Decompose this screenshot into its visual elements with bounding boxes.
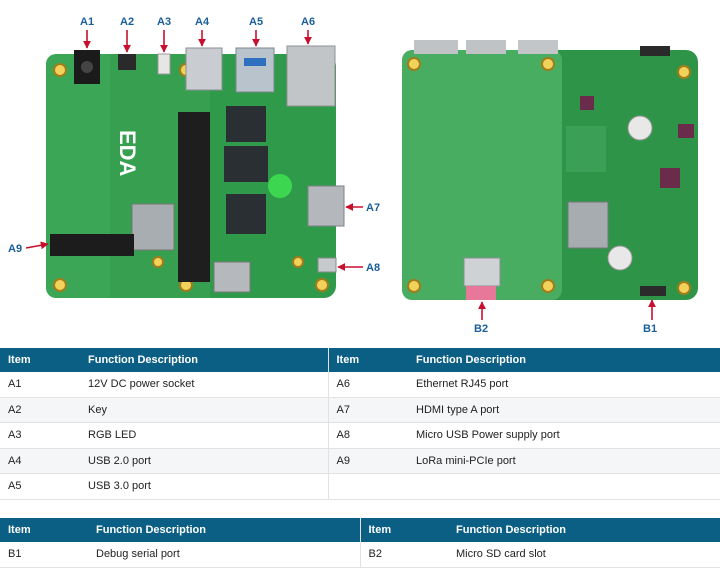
callout-a5: A5: [249, 16, 263, 28]
header-description: Function Description: [408, 348, 720, 372]
ethernet-port: [286, 45, 336, 107]
cell-description: RGB LED: [80, 422, 328, 449]
table-a: Item Function Description Item Function …: [0, 348, 720, 500]
callout-a3: A3: [157, 16, 171, 28]
table-row: A3 RGB LED A8 Micro USB Power supply por…: [0, 422, 720, 449]
cell-item: A6: [327, 372, 408, 398]
callout-labels: A1 A2 A3 A4 A5 A6 A7 A8 A9 B1 B2: [8, 16, 657, 335]
rf-shield-back: [567, 201, 609, 249]
cell-description: Ethernet RJ45 port: [408, 372, 720, 398]
hdmi-port: [307, 185, 345, 227]
cell-description: Debug serial port: [88, 542, 360, 568]
rgb-led: [157, 53, 171, 75]
callout-a2: A2: [120, 16, 134, 28]
header-description: Function Description: [448, 518, 720, 542]
cell-description: HDMI type A port: [408, 397, 720, 423]
cell-item: A2: [0, 397, 80, 423]
callout-a7: A7: [366, 202, 380, 214]
cell-description: [408, 473, 720, 500]
cell-description: USB 2.0 port: [80, 448, 328, 474]
logo-text: EDA: [115, 130, 140, 177]
callout-b2: B2: [474, 323, 488, 335]
table-row: A2 Key A7 HDMI type A port: [0, 397, 720, 423]
header-item: Item: [0, 518, 88, 542]
cell-item: B2: [359, 542, 448, 568]
callout-a6: A6: [301, 16, 315, 28]
callout-a4: A4: [195, 16, 210, 28]
board-diagram: EDA: [8, 16, 698, 335]
cell-description: Micro USB Power supply port: [408, 422, 720, 449]
cell-item: A1: [0, 372, 80, 398]
table-row: B1 Debug serial port B2 Micro SD card sl…: [0, 542, 720, 568]
key-button: [118, 54, 136, 70]
cell-description: Key: [80, 397, 328, 423]
usb3-port: [235, 47, 275, 93]
cell-item: A5: [0, 473, 80, 500]
sd-card-slot: [463, 257, 501, 287]
status-led: [268, 174, 292, 198]
callout-arrows: [25, 30, 656, 320]
cell-item: B1: [0, 542, 88, 568]
chip-ram: [226, 106, 266, 142]
table-row: A1 12V DC power socket A6 Ethernet RJ45 …: [0, 372, 720, 398]
callout-a1: A1: [80, 16, 94, 28]
cell-item: A8: [327, 422, 408, 449]
back-board: [402, 40, 698, 300]
rf-shield: [131, 203, 175, 251]
cell-description: USB 3.0 port: [80, 473, 328, 500]
callout-b1: B1: [643, 323, 657, 335]
cell-description: LoRa mini-PCIe port: [408, 448, 720, 474]
usb2-port: [185, 47, 223, 91]
table-b: Item Function Description Item Function …: [0, 518, 720, 568]
header-description: Function Description: [88, 518, 360, 542]
micro-usb-port: [317, 257, 337, 273]
cell-item: A9: [327, 448, 408, 474]
chip-soc: [224, 146, 268, 182]
cell-item: A7: [327, 397, 408, 423]
capacitor: [607, 245, 633, 271]
header-description: Function Description: [80, 348, 328, 372]
gpio-header: [178, 112, 210, 282]
ic-shield: [213, 261, 251, 293]
mini-pcie-slot: [50, 234, 134, 256]
chip-emmc: [226, 194, 266, 234]
cell-description: 12V DC power socket: [80, 372, 328, 398]
table-header-row: Item Function Description Item Function …: [0, 518, 720, 542]
header-item: Item: [0, 348, 80, 372]
table-row: A4 USB 2.0 port A9 LoRa mini-PCIe port: [0, 448, 720, 474]
cell-item: A4: [0, 448, 80, 474]
callout-a8: A8: [366, 262, 380, 274]
front-board: EDA: [46, 45, 345, 298]
cell-item: A3: [0, 422, 80, 449]
rtc-battery: [627, 115, 653, 141]
callout-a9: A9: [8, 243, 22, 255]
header-item: Item: [327, 348, 408, 372]
debug-header: [640, 286, 666, 296]
table-row: A5 USB 3.0 port: [0, 473, 720, 500]
cell-description: Micro SD card slot: [448, 542, 720, 568]
cell-item: [327, 473, 408, 500]
header-item: Item: [359, 518, 448, 542]
table-header-row: Item Function Description Item Function …: [0, 348, 720, 372]
